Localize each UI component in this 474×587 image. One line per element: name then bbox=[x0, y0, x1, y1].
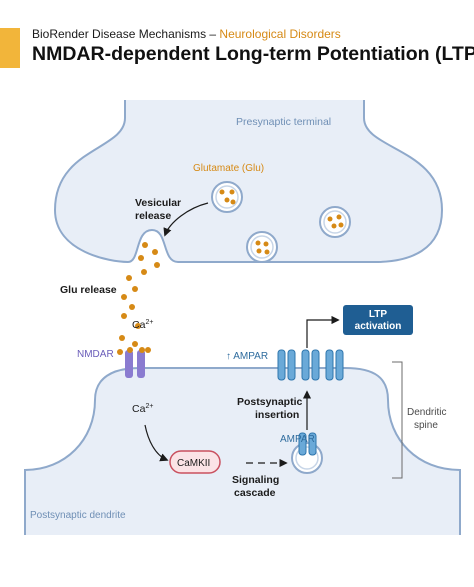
header-subtitle: BioRender Disease Mechanisms – Neurologi… bbox=[32, 27, 341, 41]
label-signaling-cascade-2: cascade bbox=[234, 487, 276, 499]
label-camkii: CaMKII bbox=[177, 458, 210, 469]
label-dendritic-spine-1: Dendritic bbox=[407, 407, 446, 418]
nmdar-receptor bbox=[125, 347, 145, 378]
label-glu-release: Glu release bbox=[60, 284, 117, 296]
vesicle bbox=[211, 181, 243, 213]
label-ampar-lower: AMPAR bbox=[280, 434, 315, 445]
arrow-ca-influx bbox=[144, 424, 169, 462]
ampar-receptor bbox=[277, 349, 296, 381]
camkii-box bbox=[169, 450, 221, 474]
ltp-activation-box bbox=[343, 305, 413, 335]
label-nmdar: NMDAR bbox=[77, 349, 114, 360]
label-postsynaptic-insertion-1: Postsynaptic bbox=[237, 396, 303, 408]
dendritic-spine-bracket bbox=[392, 361, 403, 479]
label-vesicular-release-1: Vesicular bbox=[135, 197, 181, 209]
label-ampar-top: ↑ AMPAR bbox=[226, 351, 268, 362]
label-ca-top: Ca2+ bbox=[132, 319, 153, 331]
subtitle-prefix: BioRender Disease Mechanisms – bbox=[32, 27, 220, 41]
page-title: NMDAR-dependent Long-term Potentiation (… bbox=[32, 43, 474, 65]
label-presynaptic-terminal: Presynaptic terminal bbox=[236, 116, 331, 128]
postsynaptic-dendrite bbox=[24, 367, 461, 535]
label-vesicular-release-2: release bbox=[135, 210, 171, 222]
label-dendritic-spine-2: spine bbox=[414, 420, 438, 431]
label-ca-bottom: Ca2+ bbox=[132, 403, 153, 415]
ampar-receptor bbox=[301, 349, 320, 381]
label-ltp-activation-1: LTP bbox=[369, 309, 387, 320]
vesicle bbox=[246, 231, 278, 263]
label-glutamate: Glutamate (Glu) bbox=[193, 163, 264, 174]
label-postsynaptic-dendrite: Postsynaptic dendrite bbox=[30, 510, 126, 521]
subtitle-highlight: Neurological Disorders bbox=[219, 27, 341, 41]
label-postsynaptic-insertion-2: insertion bbox=[255, 409, 299, 421]
vesicle bbox=[319, 206, 351, 238]
arrow-vesicular-release bbox=[163, 202, 209, 237]
label-ltp-activation-2: activation bbox=[355, 321, 402, 332]
ampar-receptor-vesicle bbox=[298, 432, 317, 456]
glutamate-particles bbox=[117, 242, 160, 355]
arrow-ltp-activation bbox=[306, 315, 340, 348]
ampar-receptor bbox=[325, 349, 344, 381]
label-signaling-cascade-1: Signaling bbox=[232, 474, 279, 486]
header-accent-bar bbox=[0, 28, 20, 68]
